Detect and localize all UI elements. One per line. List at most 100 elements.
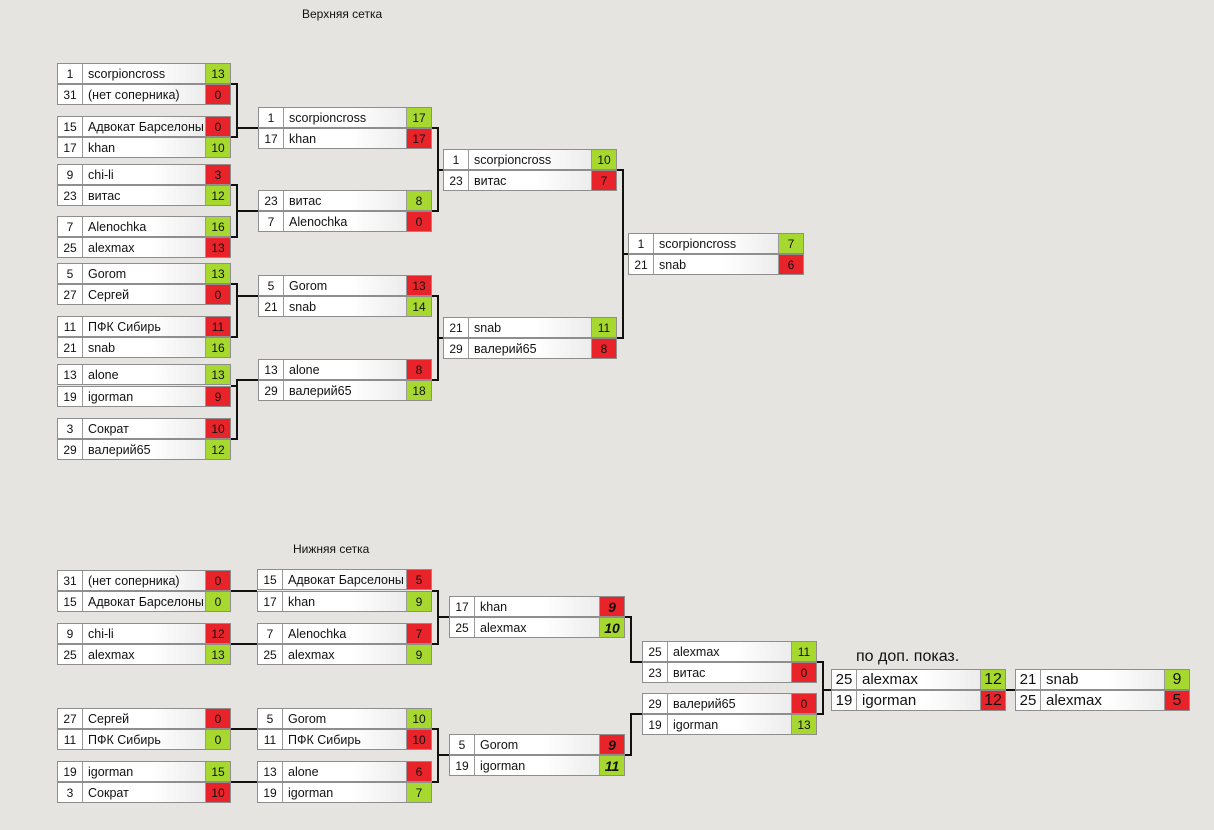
connector-line <box>822 688 831 691</box>
player-name: scorpioncross <box>469 150 591 169</box>
seed-number: 11 <box>258 730 283 749</box>
seed-number: 19 <box>58 387 83 406</box>
lower-bracket-title: Нижняя сетка <box>293 542 370 556</box>
score-badge: 8 <box>406 191 431 210</box>
score-badge: 11 <box>599 756 624 775</box>
player-name: Gorom <box>284 276 406 295</box>
seed-number: 25 <box>258 645 283 664</box>
player-name: Gorom <box>283 709 406 728</box>
score-badge: 13 <box>205 645 230 664</box>
seed-number: 23 <box>444 171 469 190</box>
seed-number: 9 <box>58 165 83 184</box>
player-name: alexmax <box>857 670 980 689</box>
seed-number: 1 <box>444 150 469 169</box>
lower-round1-entry: 31(нет соперника)0 <box>57 570 231 591</box>
seed-number: 25 <box>450 618 475 637</box>
player-name: chi-li <box>83 624 205 643</box>
player-name: alexmax <box>83 645 205 664</box>
seed-number: 1 <box>58 64 83 83</box>
seed-number: 3 <box>58 783 83 802</box>
player-name: alexmax <box>668 642 791 661</box>
seed-number: 13 <box>58 365 83 384</box>
score-badge: 10 <box>205 138 230 157</box>
player-name: snab <box>469 318 591 337</box>
seed-number: 21 <box>444 318 469 337</box>
connector-line <box>625 713 642 756</box>
seed-number: 11 <box>58 317 83 336</box>
seed-number: 5 <box>58 264 83 283</box>
player-name: Alenochka <box>284 212 406 231</box>
score-badge: 11 <box>791 642 816 661</box>
seed-number: 17 <box>259 129 284 148</box>
score-badge: 12 <box>205 186 230 205</box>
score-badge: 12 <box>980 691 1005 710</box>
score-badge: 0 <box>791 663 816 682</box>
seed-number: 17 <box>58 138 83 157</box>
player-name: витас <box>83 186 205 205</box>
tiebreak-note: по доп. показ. <box>856 648 960 665</box>
player-name: Сергей <box>83 285 205 304</box>
seed-number: 29 <box>58 440 83 459</box>
player-name: Alenochka <box>283 624 406 643</box>
player-name: khan <box>284 129 406 148</box>
player-name: igorman <box>283 783 406 802</box>
seed-number: 19 <box>258 783 283 802</box>
seed-number: 13 <box>258 762 283 781</box>
score-badge: 18 <box>406 381 431 400</box>
seed-number: 25 <box>832 670 857 689</box>
score-badge: 13 <box>205 64 230 83</box>
score-badge: 9 <box>599 735 624 754</box>
score-badge: 10 <box>406 730 431 749</box>
player-name: Gorom <box>475 735 599 754</box>
player-name: alexmax <box>475 618 599 637</box>
score-badge: 16 <box>205 338 230 357</box>
player-name: snab <box>1041 670 1164 689</box>
player-name: Сократ <box>83 783 205 802</box>
seed-number: 11 <box>58 730 83 749</box>
seed-number: 1 <box>629 234 654 253</box>
seed-number: 29 <box>643 694 668 713</box>
player-name: igorman <box>83 762 205 781</box>
player-name: Сергей <box>83 709 205 728</box>
player-name: валерий65 <box>284 381 406 400</box>
score-badge: 6 <box>778 255 803 274</box>
player-name: igorman <box>83 387 205 406</box>
player-name: scorpioncross <box>284 108 406 127</box>
seed-number: 31 <box>58 85 83 104</box>
seed-number: 19 <box>643 715 668 734</box>
score-badge: 10 <box>406 709 431 728</box>
connector-line <box>236 110 258 129</box>
player-name: Alenochka <box>83 217 205 236</box>
seed-number: 19 <box>58 762 83 781</box>
score-badge: 10 <box>205 419 230 438</box>
seed-number: 21 <box>259 297 284 316</box>
seed-number: 25 <box>58 645 83 664</box>
seed-number: 5 <box>450 735 475 754</box>
connector-line <box>432 295 439 381</box>
player-name: alone <box>283 762 406 781</box>
seed-number: 13 <box>259 360 284 379</box>
connector-line <box>236 295 258 311</box>
seed-number: 17 <box>258 592 283 611</box>
score-badge: 13 <box>205 264 230 283</box>
